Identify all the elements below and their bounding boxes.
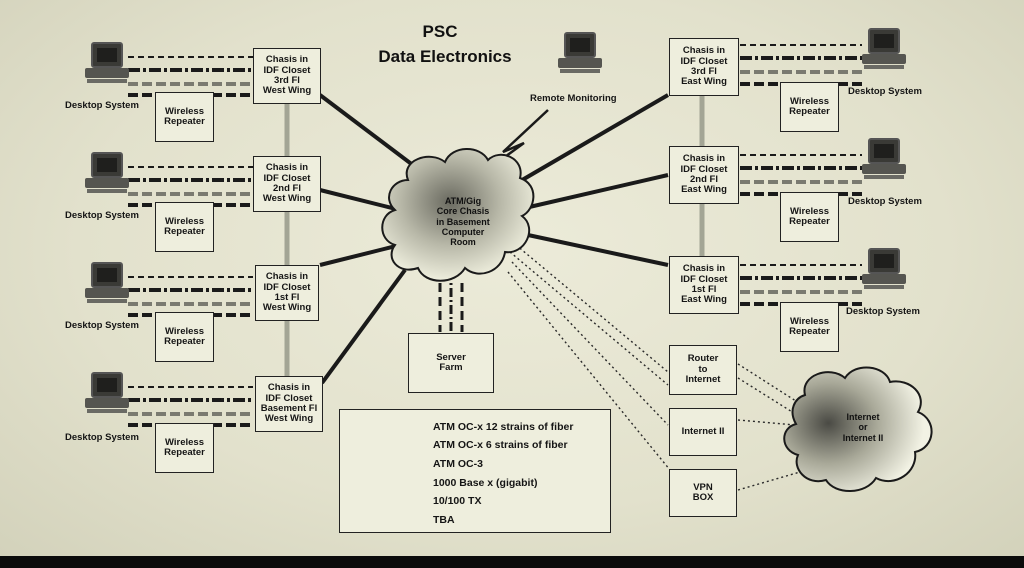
closet-west-3rd: Chasis in IDF Closet 3rd Fl West Wing xyxy=(253,48,321,104)
vpn-box: VPN BOX xyxy=(669,469,737,517)
internet-cloud-label: Internet or Internet II xyxy=(842,412,884,443)
internet-ii-box: Internet II xyxy=(669,408,737,456)
legend-item: ATM OC-3 xyxy=(433,458,483,470)
remote-monitoring-label: Remote Monitoring xyxy=(530,93,617,104)
desktop-label: Desktop System xyxy=(65,210,139,221)
closet-east-2nd: Chasis in IDF Closet 2nd Fl East Wing xyxy=(669,146,739,204)
legend: ATM OC-x 12 strains of fiber ATM OC-x 6 … xyxy=(339,409,611,533)
closet-east-3rd: Chasis in IDF Closet 3rd Fl East Wing xyxy=(669,38,739,96)
desktop-label: Desktop System xyxy=(846,306,920,317)
server-farm: Server Farm xyxy=(408,333,494,393)
legend-item: 1000 Base x (gigabit) xyxy=(433,477,538,489)
wireless-repeater: Wireless Repeater xyxy=(155,202,214,252)
wireless-repeater: Wireless Repeater xyxy=(780,192,839,242)
title-line2: Data Electronics xyxy=(378,47,512,66)
wireless-repeater: Wireless Repeater xyxy=(780,302,839,352)
core-chassis-label: ATM/Gig Core Chasis in Basement Computer… xyxy=(436,196,490,248)
server-links xyxy=(438,283,464,332)
wireless-repeater: Wireless Repeater xyxy=(780,82,839,132)
closet-west-2nd: Chasis in IDF Closet 2nd Fl West Wing xyxy=(253,156,321,212)
core-cloud xyxy=(381,148,535,282)
legend-item: ATM OC-x 6 strains of fiber xyxy=(433,439,568,451)
legend-item: ATM OC-x 12 strains of fiber xyxy=(433,421,574,433)
desktop-label: Desktop System xyxy=(65,320,139,331)
legend-item: TBA xyxy=(433,514,455,526)
closet-west-basement: Chasis in IDF Closet Basement Fl West Wi… xyxy=(255,376,323,432)
desktop-label: Desktop System xyxy=(848,196,922,207)
core-links xyxy=(318,93,670,385)
internet-cloud xyxy=(783,366,933,492)
legend-item: 10/100 TX xyxy=(433,495,482,507)
desktop-label: Desktop System xyxy=(65,432,139,443)
wireless-repeater: Wireless Repeater xyxy=(155,92,214,142)
east-cables xyxy=(740,44,862,306)
desktop-label: Desktop System xyxy=(848,86,922,97)
desktop-label: Desktop System xyxy=(65,100,139,111)
wireless-repeater: Wireless Repeater xyxy=(155,312,214,362)
title-line1: PSC xyxy=(422,22,458,41)
closet-east-1st: Chasis in IDF Closet 1st Fl East Wing xyxy=(669,256,739,314)
closet-west-1st: Chasis in IDF Closet 1st Fl West Wing xyxy=(255,265,319,321)
wireless-repeater: Wireless Repeater xyxy=(155,423,214,473)
router-to-internet: Router to Internet xyxy=(669,345,737,395)
